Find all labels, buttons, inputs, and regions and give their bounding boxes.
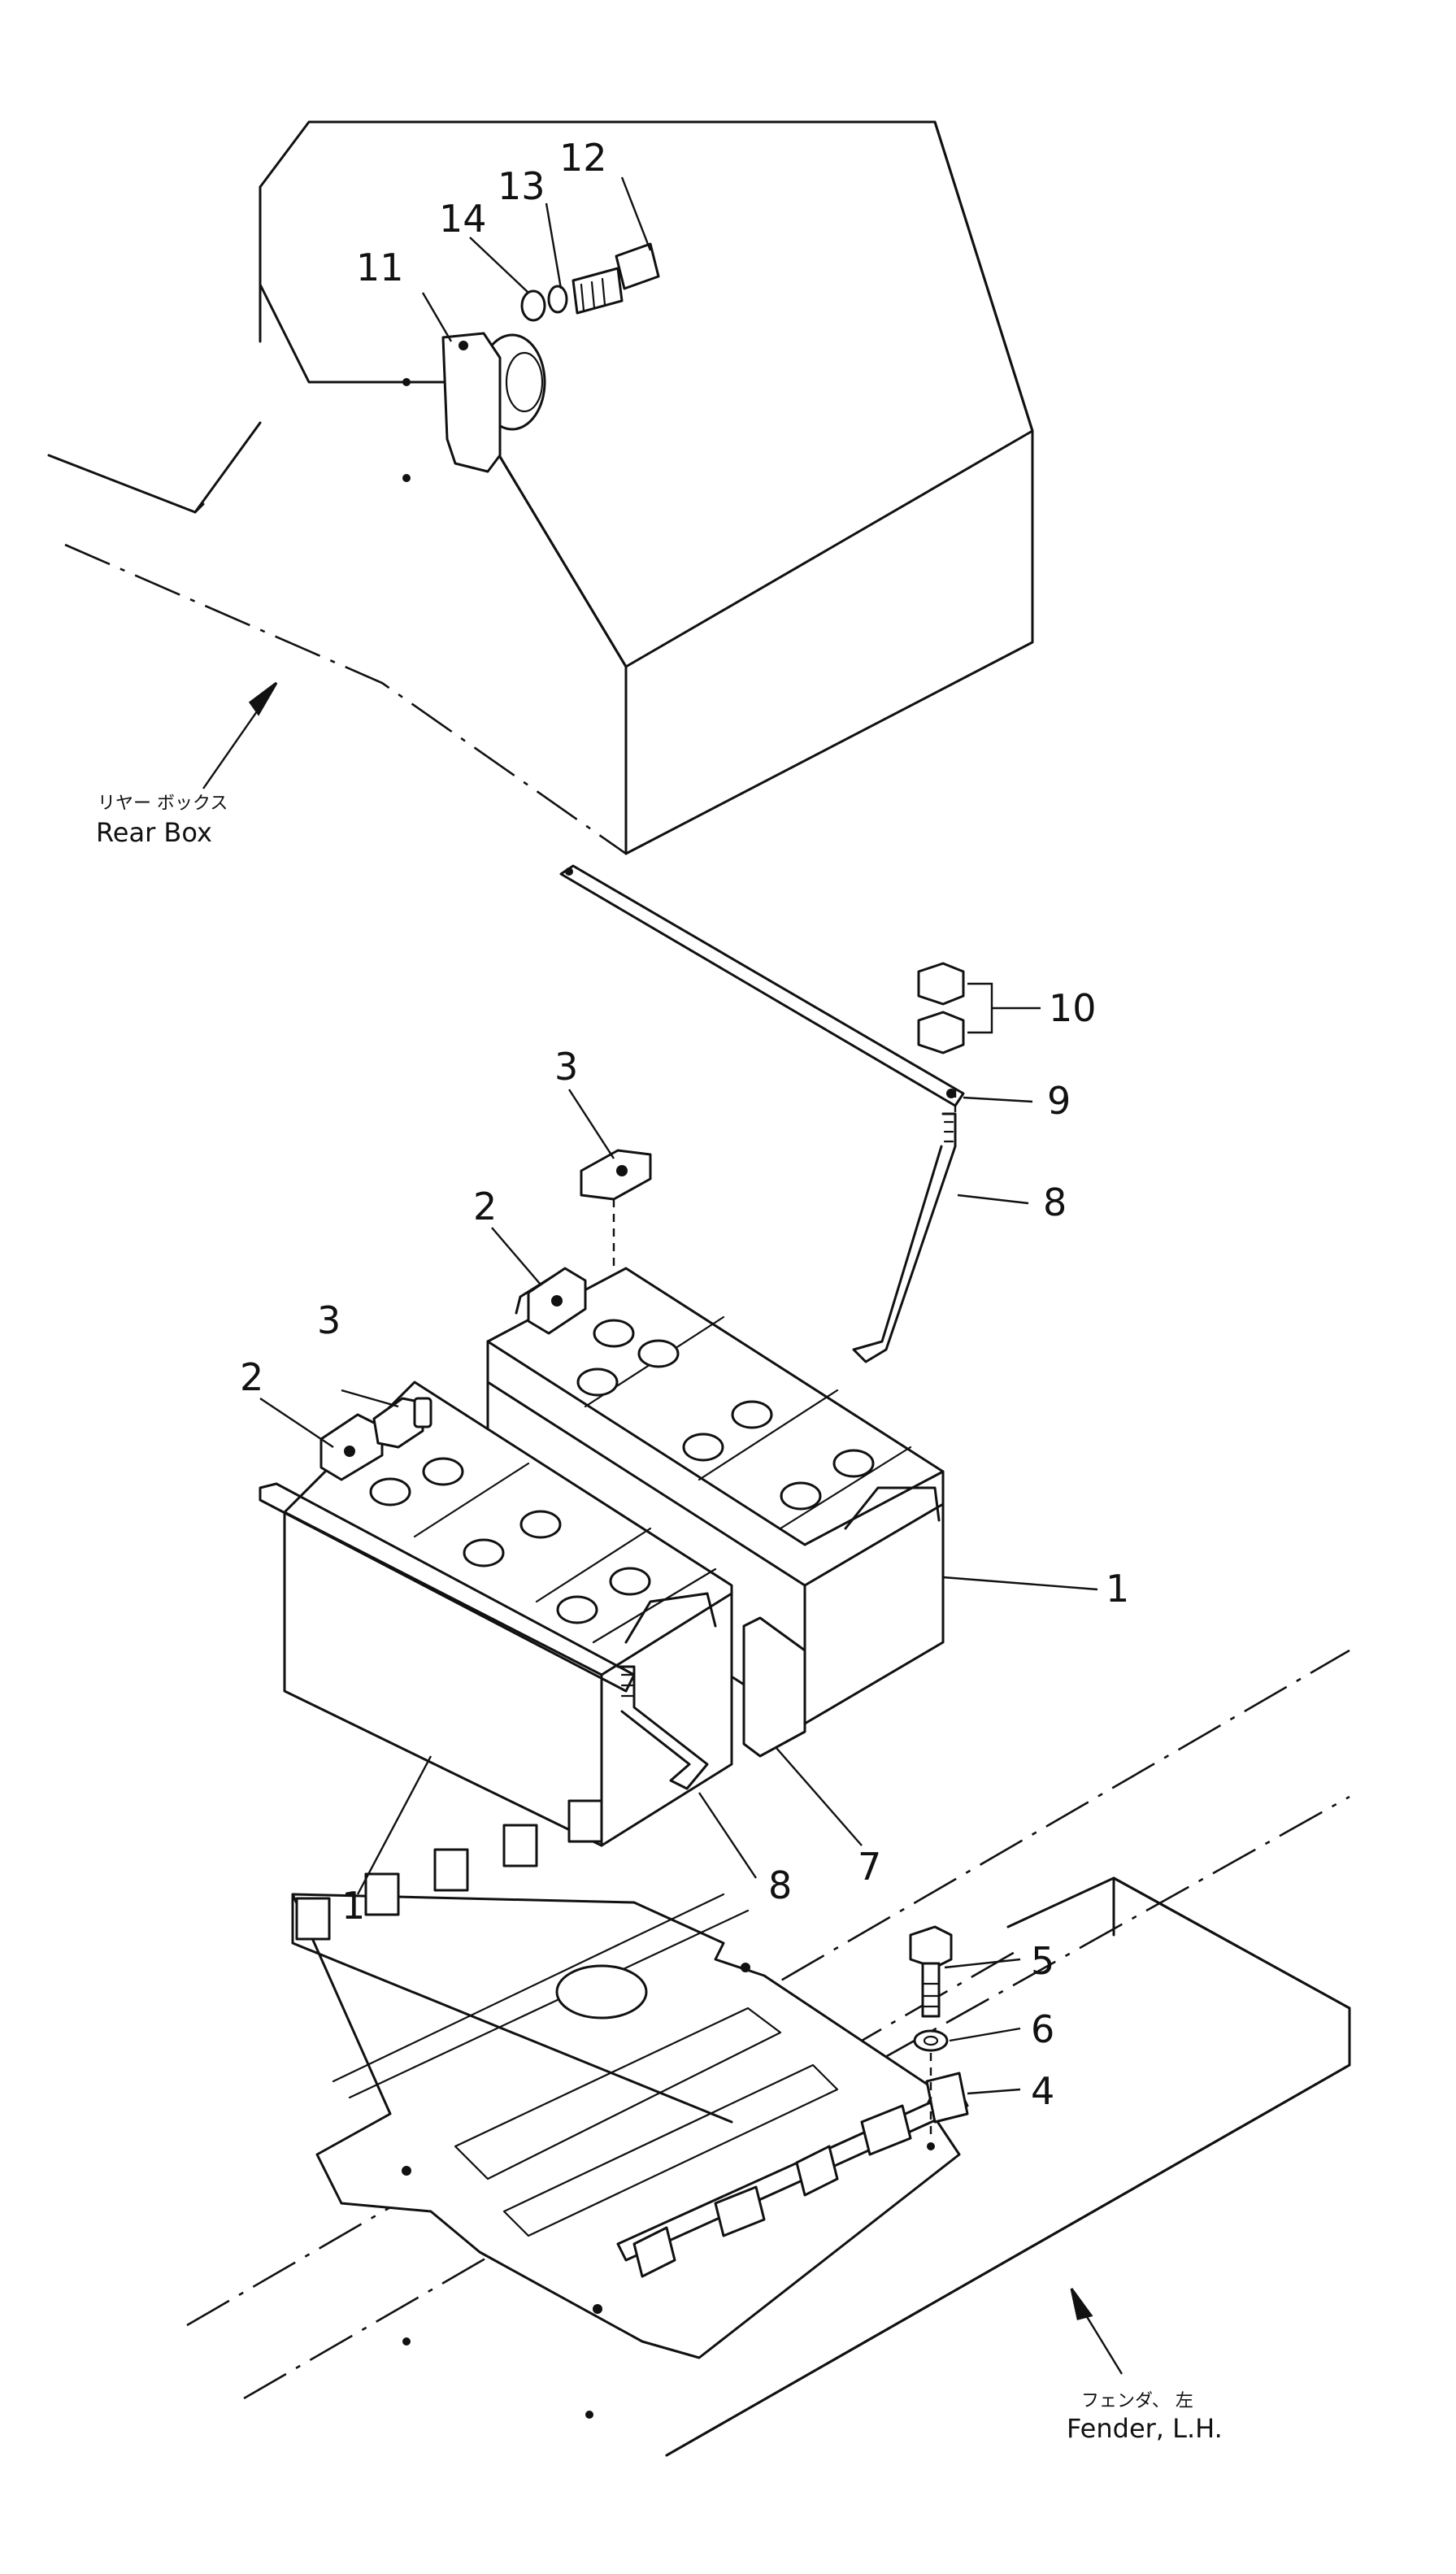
part-3-terminal-cap-rear: [580, 1149, 652, 1268]
callout-5: 5: [1031, 1939, 1054, 1983]
rear-box-label: リヤー ボックス Rear Box: [96, 794, 228, 848]
callout-2-rear: 2: [473, 1185, 497, 1228]
callout-3-front: 3: [317, 1298, 341, 1342]
callout-10: 10: [1049, 986, 1097, 1030]
callout-13: 13: [498, 164, 545, 208]
part-13-lock-washer: [547, 285, 568, 314]
part-8-hook-bolt-front: [616, 1665, 709, 1790]
part-14-washer: [520, 289, 546, 322]
callout-12: 12: [559, 136, 607, 180]
callout-1-front: 1: [341, 1884, 365, 1928]
callout-8-front: 8: [768, 1863, 792, 1907]
callout-3-rear: 3: [554, 1045, 578, 1089]
part-7-spacer-plate: [742, 1616, 806, 1758]
fender-label-jp: フェンダ、 左: [1081, 2391, 1193, 2411]
callout-4: 4: [1031, 2069, 1054, 2113]
part-12-bolt: [572, 242, 660, 315]
part-2-terminal-clamp-front: [319, 1413, 384, 1481]
callout-11: 11: [356, 246, 404, 289]
leader-lines: [259, 176, 1098, 2095]
part-11-bracket: [441, 332, 502, 473]
battery-tray: [291, 1799, 961, 2359]
part-1-battery-rear: [486, 1267, 945, 1725]
callout-7: 7: [858, 1845, 881, 1889]
part-8-hook-bolt-right: [852, 1089, 957, 1363]
part-4-hinge-rod: [616, 2072, 969, 2278]
part-10-nuts: [917, 962, 965, 1054]
callout-8-right: 8: [1043, 1180, 1067, 1224]
rear-box-arrow: [202, 681, 278, 789]
rear-box-label-en: Rear Box: [96, 817, 212, 848]
callout-1-rear: 1: [1106, 1567, 1129, 1611]
callout-9: 9: [1047, 1079, 1071, 1123]
part-9-retainer-bar: [559, 864, 965, 1107]
fender-label-en: Fender, L.H.: [1067, 2413, 1223, 2444]
part-5-bolt: [909, 1925, 953, 2018]
fender-label: フェンダ、 左 Fender, L.H.: [1067, 2391, 1223, 2444]
rear-box: [47, 120, 1034, 855]
part-6-washer: [913, 2029, 949, 2150]
callout-6: 6: [1031, 2007, 1054, 2051]
part-3-terminal-cap-front: [372, 1397, 432, 1449]
fender-arrow: [1070, 2288, 1124, 2375]
rear-box-label-jp: リヤー ボックス: [98, 794, 228, 814]
callout-14: 14: [439, 197, 487, 241]
part-2-terminal-clamp-rear: [527, 1267, 587, 1335]
callout-2-front: 2: [240, 1355, 263, 1399]
callout-labels: 12 13 14 11 10 9 8 3 2 3 2 1 1 7 8 5 6 4: [240, 136, 1129, 2113]
